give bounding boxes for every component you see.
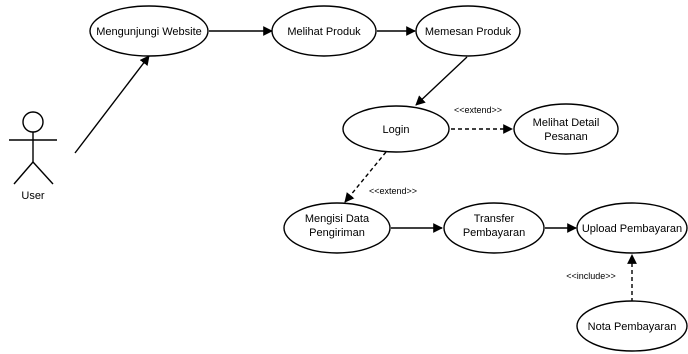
- use-case-mengisi-data-pengiriman: Mengisi Data Pengiriman: [283, 202, 391, 254]
- use-case-label: Mengunjungi Website: [96, 26, 202, 38]
- actor-right-leg: [32, 161, 54, 185]
- extend-label-detail: <<extend>>: [454, 105, 502, 115]
- use-case-label-line-1: Mengisi Data: [305, 213, 370, 225]
- use-case-label: Melihat Produk: [287, 26, 361, 38]
- use-case-label: Memesan Produk: [425, 26, 512, 38]
- use-case-memesan-produk: Memesan Produk: [415, 5, 521, 57]
- use-case-mengunjungi-website: Mengunjungi Website: [89, 5, 209, 57]
- actor-head: [22, 111, 44, 133]
- actor-user: User: [9, 111, 57, 202]
- include-label-nota: <<include>>: [566, 271, 616, 281]
- use-case-label-line-1: Transfer: [474, 213, 515, 225]
- arrow-memesan-login: [415, 56, 468, 106]
- use-case-upload-pembayaran: Upload Pembayaran: [576, 202, 688, 254]
- extend-label-pengiriman: <<extend>>: [369, 186, 417, 196]
- use-case-label-line-2: Pesanan: [544, 131, 587, 143]
- actor-label: User: [21, 190, 45, 202]
- use-case-login: Login: [342, 105, 450, 153]
- use-case-label-line-2: Pengiriman: [309, 227, 365, 239]
- use-case-transfer-pembayaran: Transfer Pembayaran: [443, 202, 545, 254]
- use-case-label: Upload Pembayaran: [582, 223, 682, 235]
- use-case-melihat-detail-pesanan: Melihat Detail Pesanan: [513, 103, 619, 155]
- use-case-nota-pembayaran: Nota Pembayaran: [576, 300, 688, 352]
- use-case-label-line-1: Melihat Detail: [533, 117, 600, 129]
- association-user-website: [74, 55, 150, 154]
- use-case-label: Nota Pembayaran: [588, 321, 677, 333]
- use-case-melihat-produk: Melihat Produk: [271, 5, 377, 57]
- use-case-label: Login: [383, 124, 410, 136]
- actor-left-leg: [13, 161, 34, 185]
- extend-login-pengiriman: [344, 151, 387, 203]
- use-case-label-line-2: Pembayaran: [463, 227, 525, 239]
